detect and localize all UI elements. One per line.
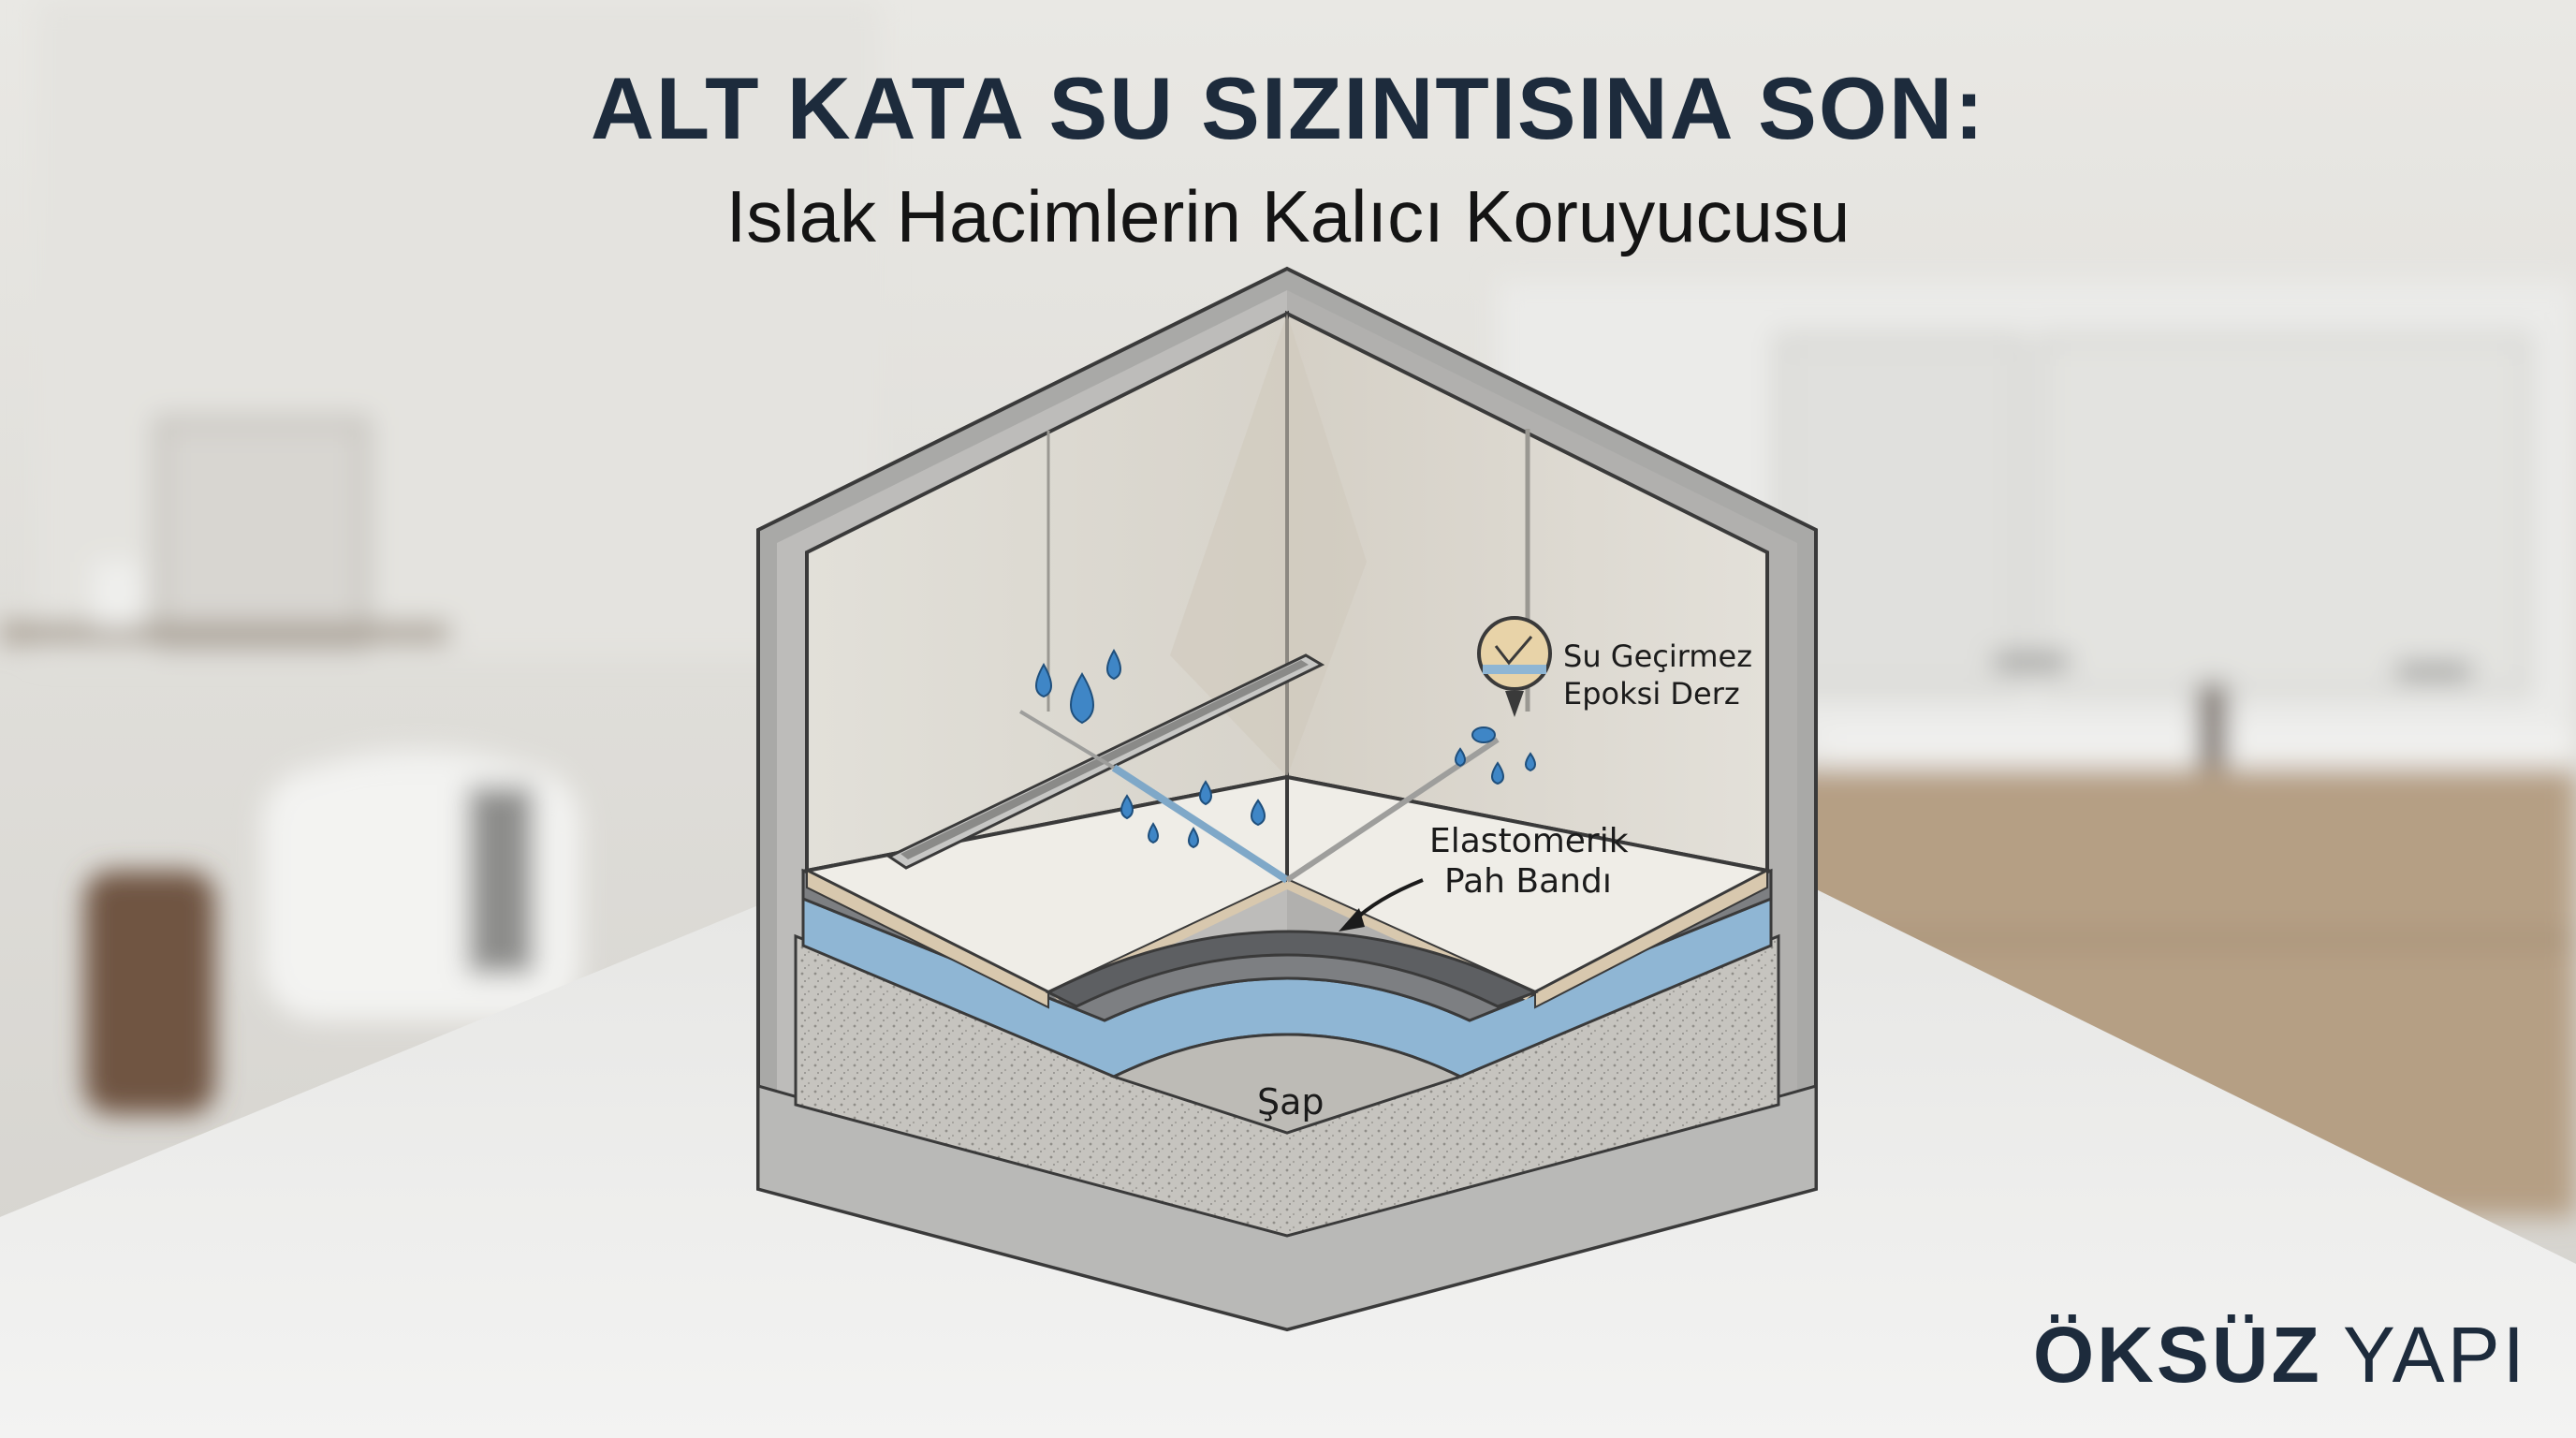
label-screed: Şap: [1257, 1081, 1325, 1123]
brand-name-light: YAPI: [2342, 1311, 2527, 1399]
water-drops: [1035, 649, 1536, 849]
label-epoxy-joint-line1: Su Geçirmez: [1563, 638, 1752, 674]
screed-layer: [1109, 1033, 1465, 1135]
epoxy-joint-callout: [1477, 616, 1552, 717]
brand-name-bold: ÖKSÜZ: [2032, 1311, 2322, 1399]
label-epoxy-joint-line2: Epoksi Derz: [1563, 676, 1740, 712]
label-elastomeric-band-line2: Pah Bandı: [1444, 862, 1612, 901]
page-title: ALT KATA SU SIZINTISINA SON:: [590, 59, 1986, 157]
elastomeric-chamfer-band: [1045, 930, 1539, 1008]
page-subtitle: Islak Hacimlerin Kalıcı Koruyucusu: [725, 175, 1851, 257]
label-elastomeric-band-line1: Elastomerik: [1429, 822, 1629, 860]
